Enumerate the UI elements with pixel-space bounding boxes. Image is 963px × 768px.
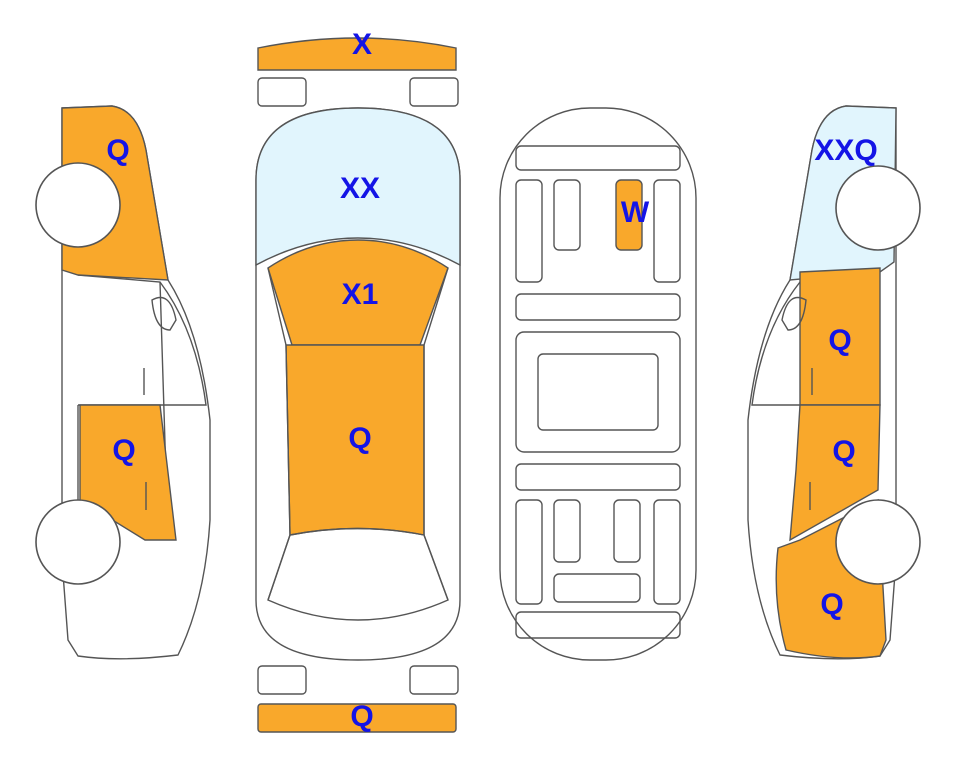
underbody-panel-damage (615, 179, 643, 251)
left-side-front-door-code: Q (112, 434, 135, 467)
underbody-front-bar (515, 463, 681, 491)
underbody-front-crossmember (553, 573, 641, 603)
top-rear-light-left (257, 77, 307, 107)
right-side-front-door-code: Q (832, 435, 855, 468)
top-rear-light-right (409, 77, 459, 107)
top-rear-window-code: XX (340, 172, 380, 205)
left-side-rear-upper-code: Q (106, 134, 129, 167)
top-front-bumper-code: Q (350, 700, 373, 733)
underbody-view: W (499, 107, 697, 661)
top-roof-rear-code: X1 (342, 278, 379, 311)
underbody-rear-left-rail (515, 179, 543, 283)
left-side-view: Q Q (35, 105, 211, 660)
underbody-front-inner-right (613, 499, 641, 563)
underbody-front-bar-lower (515, 611, 681, 639)
underbody-outline (499, 107, 697, 661)
right-side-mirror (781, 296, 807, 331)
top-side-line-left (267, 267, 291, 601)
left-side-mirror (151, 296, 177, 331)
right-side-rear-wheel (835, 165, 921, 251)
right-side-view: XXQ Q Q Q (747, 105, 921, 660)
top-windshield (267, 527, 449, 621)
underbody-front-left-rail (515, 499, 543, 605)
left-side-window-line (77, 274, 207, 406)
left-side-front-wheel (35, 499, 121, 585)
right-side-rear-door-code: Q (828, 324, 851, 357)
underbody-rear-inner-left (553, 179, 581, 251)
right-side-front-fender-code: Q (820, 588, 843, 621)
underbody-rear-bar (515, 145, 681, 171)
underbody-front-inner-left (553, 499, 581, 563)
underbody-rear-right-rail (653, 179, 681, 283)
underbody-mid-bar (515, 293, 681, 321)
left-side-front-door-damage (79, 404, 177, 541)
top-roof-rear-damage (267, 239, 449, 346)
underbody-tunnel (515, 331, 681, 453)
top-rear-bumper-damage (257, 37, 457, 71)
right-side-rear-window-code: XXQ (814, 134, 877, 167)
underbody-front-right-rail (653, 499, 681, 605)
top-side-line-right (423, 267, 449, 601)
top-front-light-right (409, 665, 459, 695)
top-front-bumper-damage (257, 703, 457, 733)
top-rear-bumper-code: X (352, 28, 372, 61)
top-rear-window (255, 107, 461, 267)
left-side-rear-wheel (35, 162, 121, 248)
right-side-front-wheel (835, 499, 921, 585)
top-front-light-left (257, 665, 307, 695)
underbody-panel-code: W (621, 196, 650, 229)
right-side-front-door-damage (789, 404, 881, 542)
top-roof-front-code: Q (348, 422, 371, 455)
right-side-window-line (751, 281, 801, 406)
underbody-center-plate (537, 353, 659, 431)
top-view: X XX X1 Q Q (255, 28, 461, 733)
